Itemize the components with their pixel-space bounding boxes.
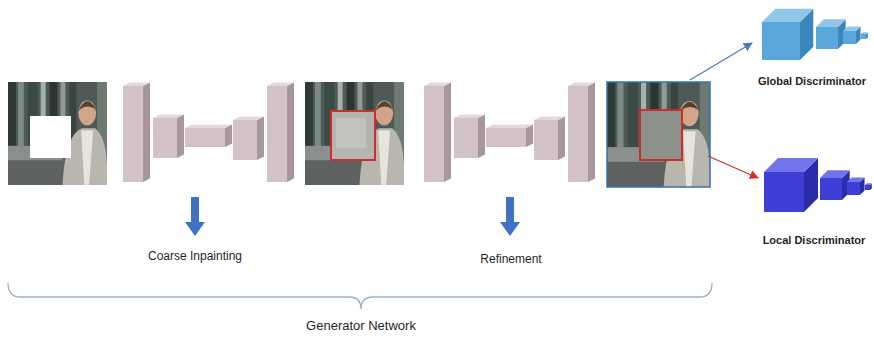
refined-fill: [640, 110, 682, 160]
layer-block: [424, 83, 451, 183]
cube-layer: [847, 177, 865, 195]
layer-block: [267, 83, 294, 183]
layer-block: [486, 125, 533, 148]
photo: [607, 82, 710, 187]
leader-arrow: [708, 156, 758, 178]
layer-block: [568, 83, 595, 183]
discriminator-label: Local Discriminator: [763, 234, 866, 247]
cube-layer: [764, 158, 818, 212]
cube-layer: [820, 170, 850, 200]
discriminator-label: Global Discriminator: [758, 75, 866, 88]
mask-hole: [30, 116, 71, 158]
region-box: [331, 111, 375, 160]
region-box: [640, 110, 682, 160]
layer-block: [534, 117, 565, 161]
layer-block: [153, 115, 184, 159]
cube-layer: [762, 9, 813, 60]
photo: [305, 82, 404, 185]
layer-block: [185, 125, 232, 148]
bracket-label: Generator Network: [306, 318, 416, 334]
step-arrow: [500, 197, 520, 236]
cube-layer: [865, 183, 872, 190]
layer-block: [233, 117, 264, 161]
coarse-fill: [331, 111, 375, 160]
stage-label: Refinement: [480, 252, 541, 266]
cube-layer: [816, 19, 846, 49]
leader-arrow: [690, 43, 752, 80]
stage-label: Coarse Inpainting: [148, 249, 242, 263]
step-arrow: [185, 197, 205, 236]
bracket: [8, 283, 712, 309]
photo-frame: [607, 82, 710, 187]
layer-block: [123, 83, 150, 183]
cube-layer: [861, 32, 868, 39]
cube-layer: [843, 26, 861, 44]
coarse-fill: [336, 118, 366, 148]
layer-block: [454, 115, 485, 159]
photo: [8, 82, 107, 185]
